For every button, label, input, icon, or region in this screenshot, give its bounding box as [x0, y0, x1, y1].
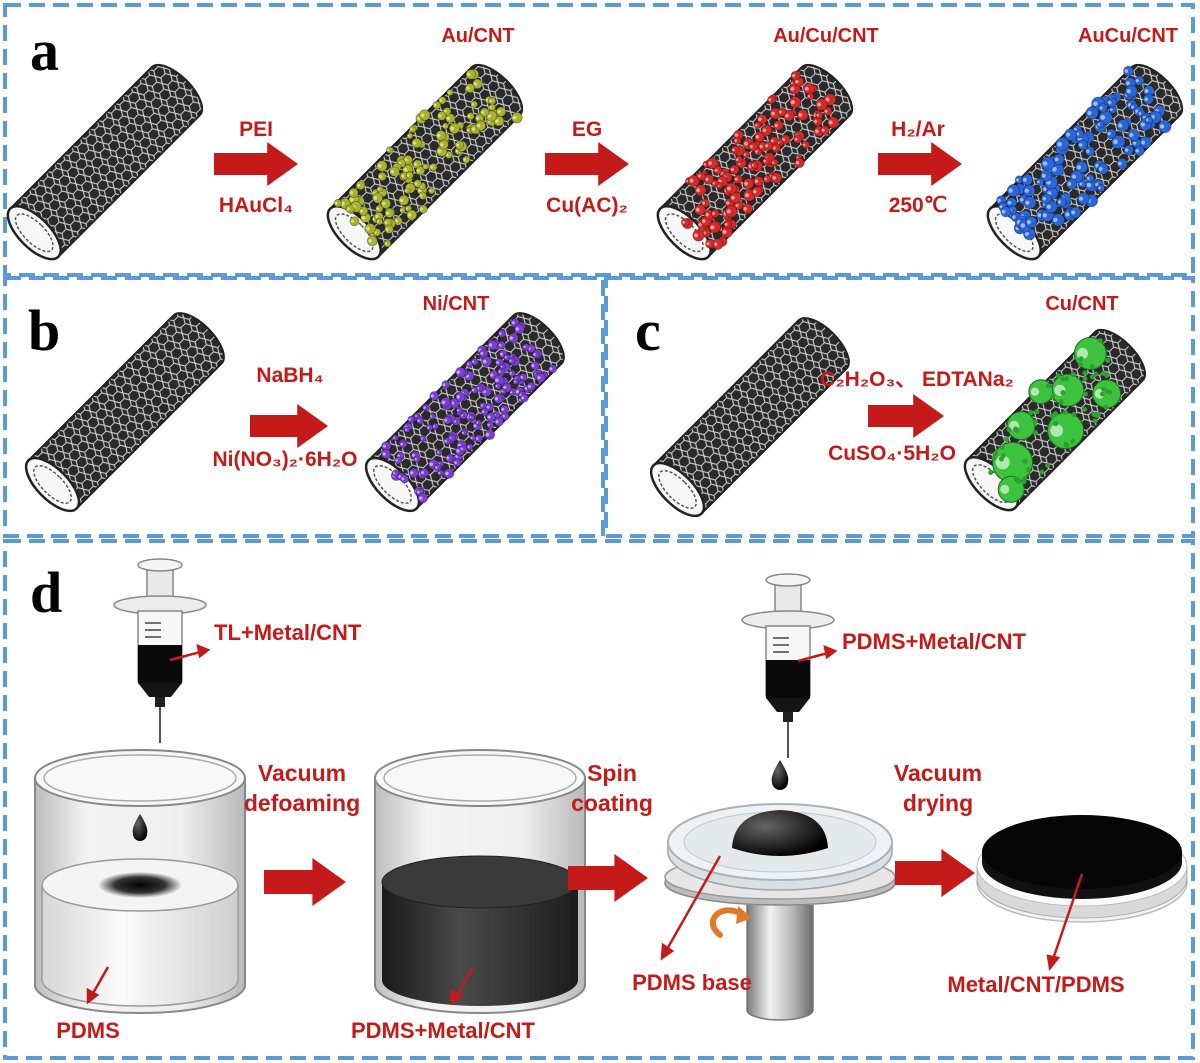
- syringe-1-label: TL+Metal/CNT: [214, 620, 362, 645]
- product-label-au-cu-cnt: Au/Cu/CNT: [773, 25, 879, 47]
- arrow-b: [250, 404, 328, 448]
- syringe-1-icon: [113, 558, 207, 743]
- product-label-ni-cnt: Ni/CNT: [423, 293, 490, 315]
- process-arrows: [264, 849, 975, 906]
- arrow-d2: [568, 854, 648, 902]
- step-d2-line2: coating: [571, 790, 653, 816]
- arrow-d3: [895, 849, 975, 897]
- step-d3-line2: drying: [903, 790, 973, 816]
- syringe-2-label: PDMS+Metal/CNT: [842, 629, 1027, 654]
- syringe-2-icon: [741, 573, 835, 758]
- step-b-top-label: NaBH₄: [256, 364, 323, 387]
- step-c-top-label: C₂H₂O₃、 EDTANa₂: [820, 368, 1014, 391]
- beaker-pdms-label: PDMS: [56, 1018, 120, 1043]
- beaker-pdms-icon: [34, 749, 246, 1014]
- composite-film-icon: [976, 815, 1188, 923]
- panel-c-letter: c: [635, 298, 661, 363]
- panel-b-letter: b: [28, 298, 60, 363]
- panel-a-frame: [3, 3, 1195, 277]
- nanotube-layer: [6, 63, 1184, 518]
- step-a2-top-label: EG: [572, 118, 602, 141]
- panel-a-letter: a: [30, 18, 59, 83]
- product-label-aucu-cnt: AuCu/CNT: [1078, 25, 1178, 47]
- step-a3-bottom-label: 250℃: [889, 194, 948, 217]
- cnt-ni-decorated: [364, 312, 565, 513]
- spin-coater-label: PDMS base: [632, 970, 752, 995]
- step-d2-line1: Spin: [587, 760, 637, 786]
- pointer-lines: [86, 643, 1084, 1006]
- panel-frames: [3, 3, 1195, 1060]
- step-a2-bottom-label: Cu(AC)₂: [546, 194, 628, 217]
- arrow-c: [868, 394, 944, 438]
- cnt-pristine-b: [24, 312, 225, 513]
- arrow-d1: [264, 858, 346, 906]
- arrow-a1: [214, 142, 298, 186]
- cnt-aucu-decorated: [986, 63, 1184, 261]
- panel-b-frame: [3, 276, 605, 538]
- cnt-pristine-a: [6, 63, 204, 261]
- cnt-au-decorated: [326, 63, 524, 261]
- step-a1-top-label: PEI: [239, 118, 273, 141]
- beaker-mixture-icon: [374, 749, 586, 1014]
- cnt-au-cu-decorated: [656, 63, 854, 261]
- step-a1-bottom-label: HAuCl₄: [219, 194, 293, 217]
- cnt-pristine-c: [649, 317, 850, 518]
- step-d1-line1: Vacuum: [258, 760, 346, 786]
- arrow-a2: [545, 142, 629, 186]
- reaction-arrows: [214, 142, 962, 448]
- beaker-mixture-label: PDMS+Metal/CNT: [351, 1018, 536, 1043]
- panel-d-letter: d: [30, 560, 62, 625]
- product-label-au-cnt: Au/CNT: [441, 25, 514, 47]
- cnt-cu-decorated: [963, 329, 1146, 512]
- arrow-a3: [878, 142, 962, 186]
- step-d3-line1: Vacuum: [894, 760, 982, 786]
- spin-coater-icon: [664, 760, 896, 1021]
- rotation-arrow-icon: [709, 907, 745, 938]
- step-c-bottom-label: CuSO₄·5H₂O: [828, 442, 956, 465]
- panel-c-frame: [604, 276, 1195, 538]
- film-label: Metal/CNT/PDMS: [947, 972, 1124, 997]
- step-d1-line2: defoaming: [244, 790, 360, 816]
- step-a3-top-label: H₂/Ar: [891, 118, 945, 141]
- product-label-cu-cnt: Cu/CNT: [1045, 293, 1118, 315]
- step-b-bottom-label: Ni(NO₃)₂·6H₂O: [212, 448, 357, 471]
- panel-d-frame: [3, 539, 1195, 1060]
